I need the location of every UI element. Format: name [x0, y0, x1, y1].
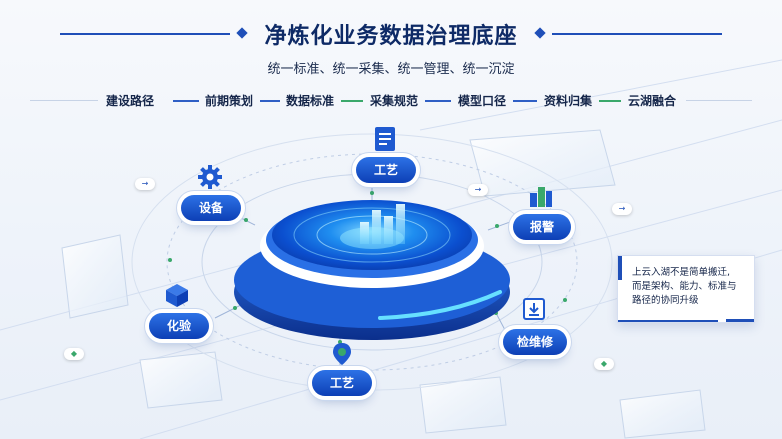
- location-pin-icon: [332, 342, 352, 370]
- node-label: 检维修: [516, 335, 553, 349]
- callout-line-2: 路径的协同升级: [632, 295, 699, 306]
- node-equipment[interactable]: 设备: [181, 195, 241, 221]
- nav-edge-line: [686, 100, 752, 101]
- title-line-right: [552, 33, 722, 35]
- callout-line-1: 而是架构、能力、标准与: [632, 281, 737, 292]
- cubes-icon: [528, 183, 554, 213]
- callout-box: 上云入湖不是简单搬迁, 而是架构、能力、标准与 路径的协同升级: [617, 255, 755, 323]
- nav-connector: [173, 100, 199, 102]
- page-subtitle: 统一标准、统一采集、统一管理、统一沉淀: [267, 62, 515, 77]
- node-label: 工艺: [373, 163, 398, 177]
- nav-connector: [425, 100, 451, 102]
- node-lab-test[interactable]: 化验: [149, 313, 209, 339]
- node-label: 设备: [198, 201, 223, 215]
- nav-connector: [341, 100, 363, 102]
- callout-accent: [618, 256, 622, 280]
- nav-item-2: 数据标准: [286, 94, 335, 108]
- box-icon: [164, 282, 190, 312]
- document-icon: [373, 126, 397, 156]
- callout-text: 上云入湖不是简单搬迁, 而是架构、能力、标准与 路径的协同升级: [632, 266, 750, 308]
- callout-accent: [618, 320, 718, 322]
- nav-item-3: 采集规范: [370, 94, 419, 108]
- title-row: 净炼化业务数据治理底座: [0, 18, 782, 50]
- bar-glyph-icon: [360, 204, 405, 244]
- glass-panels: [61, 129, 706, 439]
- nav-connector: [260, 100, 280, 102]
- construction-path-nav: 建设路径 前期策划 数据标准 采集规范 模型口径 资料归集 云湖融合: [0, 92, 782, 110]
- download-icon: [522, 297, 546, 325]
- gear-icon: [197, 164, 223, 194]
- arrow-right-icon: →: [468, 184, 488, 196]
- node-bottom-process[interactable]: 工艺: [312, 370, 372, 396]
- arrow-right-icon: →: [135, 178, 155, 190]
- node-top-process[interactable]: 工艺: [356, 157, 416, 183]
- page-title: 净炼化业务数据治理底座: [264, 24, 518, 49]
- nav-item-1: 前期策划: [205, 94, 254, 108]
- nav-item-0: 建设路径: [106, 94, 155, 108]
- node-alarm[interactable]: 报警: [513, 214, 571, 240]
- nav-item-4: 模型口径: [458, 94, 507, 108]
- node-label: 化验: [166, 319, 191, 333]
- nav-connector: [599, 100, 621, 102]
- tag-icon: ◆: [594, 358, 614, 370]
- title-line-left: [60, 33, 230, 35]
- nav-edge-line: [30, 100, 98, 101]
- nav-item-6: 云湖融合: [628, 94, 677, 108]
- nav-connector: [513, 100, 537, 102]
- tag-icon: ◆: [64, 348, 84, 360]
- arrow-right-icon: →: [612, 203, 632, 215]
- node-maintenance[interactable]: 检维修: [503, 329, 567, 355]
- node-label: 工艺: [329, 376, 354, 390]
- nav-item-5: 资料归集: [544, 94, 593, 108]
- callout-line-0: 上云入湖不是简单搬迁,: [632, 267, 731, 278]
- node-label: 报警: [529, 220, 554, 234]
- central-platform: [234, 200, 510, 340]
- callout-accent: [726, 319, 754, 322]
